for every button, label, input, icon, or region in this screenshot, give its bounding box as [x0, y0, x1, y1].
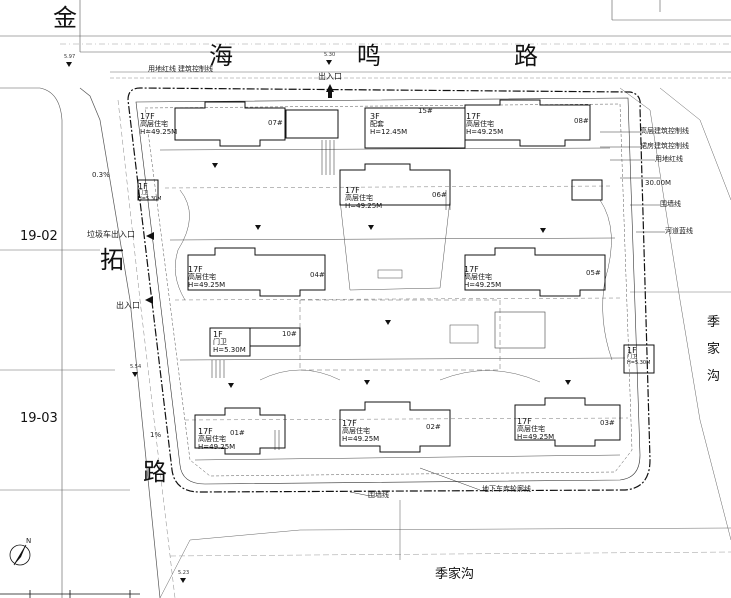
building-use: 高层住宅: [188, 273, 216, 282]
building-code-06: 06#: [432, 191, 447, 199]
control-line-river-blue: 河道蓝线: [665, 227, 693, 235]
road-label-west-2: 路: [143, 458, 167, 486]
building-height: H=49.25M: [466, 127, 504, 136]
building-label-guard-e: 1F 门卫 H=5.30M: [627, 346, 651, 366]
road-label-north-4: 路: [514, 42, 538, 70]
level-sw: 5.23: [178, 570, 190, 576]
control-line-wall-south: 围墙线: [368, 491, 389, 499]
building-code-03: 03#: [600, 419, 615, 427]
building-use: 高层住宅: [517, 425, 545, 434]
building-floors: 17F: [464, 265, 479, 274]
building-height: H=5.30M: [627, 359, 651, 366]
control-line-basement: 地下车库轮廓线: [482, 485, 531, 493]
building-floors: 17F: [188, 265, 203, 274]
building-height: H=49.25M: [517, 432, 555, 441]
entrance-label-garbage: 垃圾车出入口: [87, 230, 135, 239]
building-floors: 17F: [140, 112, 155, 121]
slope-label-2: 1%: [150, 431, 162, 439]
building-use: 高层住宅: [198, 435, 226, 444]
building-height: H=5.30M: [138, 195, 162, 202]
building-label-05: 17F 高层住宅 H=49.25M: [464, 265, 502, 289]
building-use: 高层住宅: [466, 120, 494, 129]
entrance-label-north: 出入口: [318, 72, 342, 81]
building-floors: 17F: [198, 427, 213, 436]
building-floors: 17F: [345, 186, 360, 195]
building-height: H=49.25M: [188, 280, 226, 289]
building-code-02: 02#: [426, 423, 441, 431]
building-floors: 17F: [466, 112, 481, 121]
road-label-north-3: 鸣: [357, 42, 381, 70]
building-label-04: 17F 高层住宅 H=49.25M: [188, 265, 226, 289]
building-height: H=49.25M: [198, 442, 236, 451]
building-use: 门卫: [138, 190, 149, 197]
building-floors: 1F: [627, 346, 637, 355]
building-code-07: 07#: [268, 119, 283, 127]
plot-number-upper: 19-02: [20, 229, 58, 244]
building-height: H=49.25M: [342, 434, 380, 443]
building-label-15: 3F 配套 H=12.45M: [370, 112, 408, 136]
building-height: H=5.30M: [213, 345, 246, 354]
building-label-08: 17F 高层住宅 H=49.25M: [466, 112, 504, 136]
building-code-04: 04#: [310, 271, 325, 279]
stream-label-east-1: 季: [707, 315, 721, 330]
building-code-01: 01#: [230, 429, 245, 437]
building-use: 高层住宅: [342, 427, 370, 436]
control-line-land-use-east: 用地红线: [655, 155, 683, 163]
building-label-06: 17F 高层住宅 H=49.25M: [345, 186, 383, 210]
building-label-guard-w: 1F 门卫 H=5.30M: [138, 182, 162, 202]
building-use: 门卫: [627, 354, 638, 361]
building-label-02: 17F 高层住宅 H=49.25M: [342, 419, 380, 443]
building-height: H=49.25M: [464, 280, 502, 289]
entrance-label-west: 出入口: [116, 301, 140, 310]
building-height: H=49.25M: [140, 127, 178, 136]
building-label-10: 1F 门卫 H=5.30M: [213, 330, 246, 354]
building-height: H=12.45M: [370, 127, 408, 136]
north-arrow-icon: [9, 544, 31, 566]
building-floors: 17F: [517, 417, 532, 426]
north-arrow-label: N: [26, 537, 32, 545]
control-line-high-rise: 高层建筑控制线: [640, 127, 689, 135]
building-code-08: 08#: [574, 117, 589, 125]
plot-number-lower: 19-03: [20, 411, 58, 426]
building-floors: 17F: [342, 419, 357, 428]
road-label-north-2: 海: [209, 42, 233, 70]
control-line-building: 建筑控制线: [178, 65, 213, 73]
building-use: 门卫: [213, 338, 227, 347]
building-use: 高层住宅: [345, 194, 373, 203]
stream-label-south: 季家沟: [435, 567, 475, 582]
level-w-mid: 5.54: [130, 364, 142, 370]
road-label-north-1: 金: [53, 4, 77, 32]
building-code-10: 10#: [282, 330, 297, 338]
control-line-distance-east: 30.00M: [645, 179, 672, 187]
stream-label-east-3: 沟: [707, 369, 721, 384]
control-line-podium: 裙房建筑控制线: [640, 142, 689, 150]
building-label-07: 17F 高层住宅 H=49.25M: [140, 112, 178, 136]
building-code-05: 05#: [586, 269, 601, 277]
level-nw: 5.97: [64, 54, 76, 60]
control-line-land-use: 用地红线: [148, 65, 176, 73]
building-label-03: 17F 高层住宅 H=49.25M: [517, 417, 555, 441]
building-floors: 3F: [370, 112, 380, 121]
building-use: 高层住宅: [140, 120, 168, 129]
slope-label-1: 0.3%: [92, 171, 110, 179]
stream-label-east-2: 家: [707, 342, 721, 357]
building-label-01: 17F 高层住宅 H=49.25M: [198, 427, 236, 451]
building-floors: 1F: [138, 182, 148, 191]
building-height: H=49.25M: [345, 201, 383, 210]
road-label-west-1: 拓: [100, 246, 124, 274]
building-use: 高层住宅: [464, 273, 492, 282]
control-line-wall-east: 围墙线: [660, 200, 681, 208]
building-use: 配套: [370, 120, 384, 129]
building-code-15: 15#: [418, 107, 433, 115]
level-n: 5.30: [324, 52, 336, 58]
building-floors: 1F: [213, 330, 223, 339]
